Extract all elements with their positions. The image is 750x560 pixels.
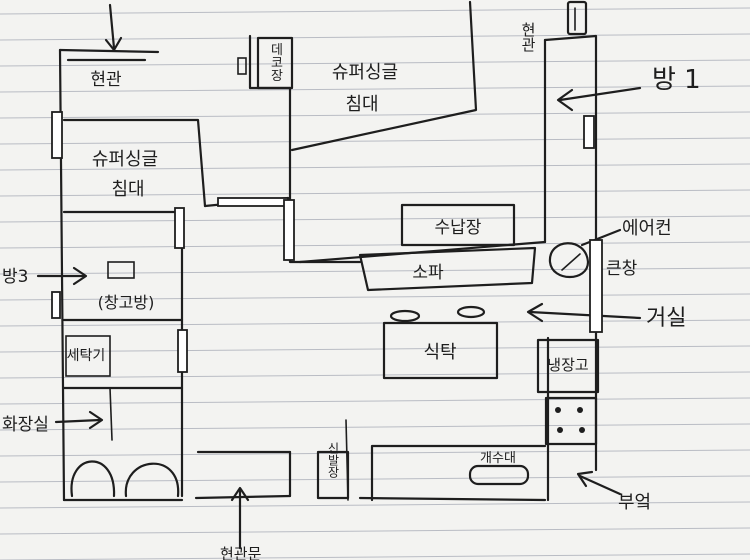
notebook-rules xyxy=(0,7,750,560)
burner-icon xyxy=(555,407,561,413)
storage-room-label: (창고방) xyxy=(98,293,155,312)
terrace-window-label: 큰창 xyxy=(606,259,638,279)
room3-label: 방3 xyxy=(2,267,28,287)
notebook-rule-line xyxy=(0,553,750,560)
notebook-rule-line xyxy=(0,163,750,171)
notebook-rule-line xyxy=(0,215,750,223)
notebook-rule-line xyxy=(0,345,750,353)
aircon-label: 에어컨 xyxy=(622,218,672,239)
notebook-rule-line xyxy=(0,501,750,509)
notebook-rule-line xyxy=(0,319,750,327)
sofa-label: 소파 xyxy=(412,263,444,283)
dining-table-label: 식탁 xyxy=(423,342,456,363)
notebook-rule-line xyxy=(0,137,750,145)
notebook-rule-line xyxy=(0,241,750,249)
burner-icon xyxy=(577,407,583,413)
bed-2-label-bottom: 침대 xyxy=(111,179,144,200)
notebook-rule-line xyxy=(0,85,750,93)
bed-1-label-bottom: 침대 xyxy=(345,94,378,115)
burner-icon xyxy=(557,427,563,433)
window-icon xyxy=(283,199,295,261)
kitchen-label: 부엌 xyxy=(618,492,651,513)
bed-2-label-top: 슈퍼싱글 xyxy=(92,149,158,170)
terrace-window: 큰창 xyxy=(606,259,638,279)
outer-walls xyxy=(58,34,598,502)
living-room-callout: 거실 xyxy=(526,302,686,331)
notebook-rule-line xyxy=(0,7,750,15)
notebook-rule-line xyxy=(0,293,750,301)
notebook-rule-line xyxy=(0,423,750,431)
kitchen-callout: 부엌 xyxy=(576,470,651,513)
washing-machine: 세탁기 xyxy=(65,335,111,377)
window-icon xyxy=(51,111,63,159)
notebook-rule-line xyxy=(0,371,750,379)
window-icon xyxy=(217,197,289,207)
fridge: 냉장고 xyxy=(536,338,600,394)
notebook-rule-line xyxy=(0,449,750,457)
window-icon xyxy=(583,115,595,149)
room3-callout: 방3 (창고방) xyxy=(2,261,155,312)
notebook-rule-line xyxy=(0,527,750,535)
hallway-top: 현관 xyxy=(66,3,147,90)
hallway-right-label: 현관 xyxy=(519,22,537,52)
window-icon xyxy=(589,239,603,333)
room1-label: 방 1 xyxy=(652,65,701,95)
entrance-area: 신발장 xyxy=(196,419,350,501)
dining-table: 식탁 xyxy=(382,305,499,380)
notebook-rule-line xyxy=(0,111,750,119)
notebook-rule-line xyxy=(0,475,750,483)
storage-cabinet: 수납장 xyxy=(400,203,516,247)
fridge-label: 냉장고 xyxy=(547,356,588,374)
bed-1-label-top: 슈퍼싱글 xyxy=(332,62,398,83)
washing-machine-label: 세탁기 xyxy=(67,348,106,364)
bed-2: 슈퍼싱글 침대 xyxy=(92,149,158,200)
stove xyxy=(544,396,598,446)
window-icon xyxy=(174,207,185,249)
living-room-label: 거실 xyxy=(646,306,686,331)
notebook-rule-line xyxy=(0,397,750,405)
burner-icon xyxy=(579,427,585,433)
notebook-rule-line xyxy=(0,59,750,67)
notebook-rule-line xyxy=(0,33,750,41)
entrance-label: 현관문 xyxy=(220,545,262,560)
sofa: 소파 xyxy=(358,246,537,292)
bathroom: 화장실 xyxy=(2,410,180,498)
aircon: 에어컨 xyxy=(548,218,672,278)
display-shelf-label: 데코장 xyxy=(268,43,283,82)
notebook-rule-line xyxy=(0,189,750,197)
hallway-top-label: 현관 xyxy=(90,70,121,90)
bed-1: 슈퍼싱글 침대 xyxy=(332,62,398,115)
display-shelf: 데코장 xyxy=(237,36,294,90)
room1-callout: 방 1 xyxy=(556,65,701,112)
sink-label: 개수대 xyxy=(480,451,516,466)
entrance-callout: 현관문 xyxy=(220,486,262,560)
window-icon xyxy=(177,329,188,373)
windows xyxy=(51,111,603,373)
window-icon xyxy=(51,291,61,319)
storage-cabinet-label: 수납장 xyxy=(435,218,482,238)
bathroom-label: 화장실 xyxy=(2,415,49,435)
sink-counter: 개수대 xyxy=(370,444,547,502)
shoe-cabinet-label: 신발장 xyxy=(326,442,340,478)
notebook-rule-line xyxy=(0,267,750,275)
hallway-right: 현관 xyxy=(519,0,588,52)
